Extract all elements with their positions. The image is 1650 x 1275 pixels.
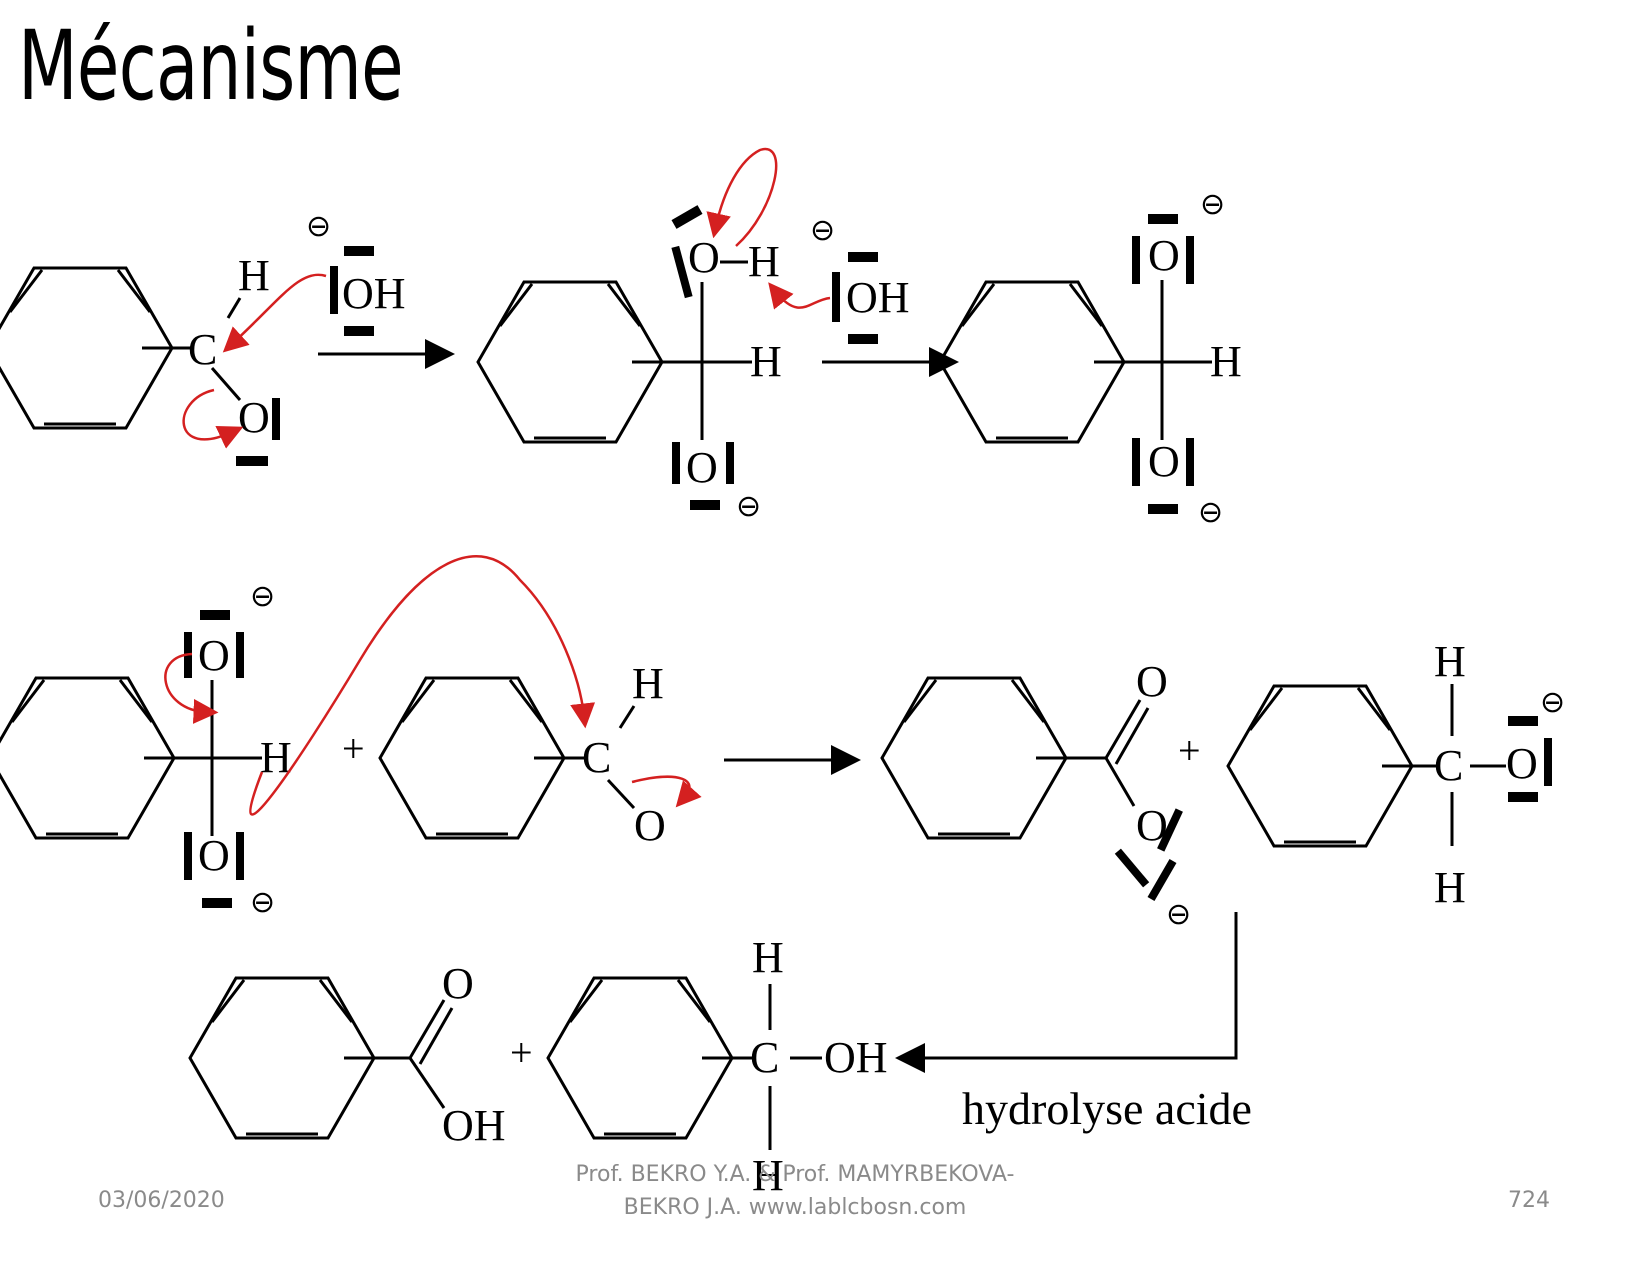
footer-author-line1: Prof. BEKRO Y.A. & Prof. MAMYRBEKOVA- [575, 1162, 1015, 1187]
hydrogen-atom: H [1210, 337, 1242, 386]
page-title: Mécanisme [18, 10, 404, 122]
carbon-atom: C [750, 1033, 779, 1082]
oxygen-atom: O [198, 831, 230, 880]
hydrogen-atom: H [752, 933, 784, 982]
hydrogen-atom: H [1434, 863, 1466, 912]
oxygen-atom: O [688, 233, 720, 282]
hydroxyl-group: OH [342, 269, 406, 318]
negative-charge: ⊖ [1166, 897, 1191, 932]
oxygen-atom: O [1148, 437, 1180, 486]
negative-charge: ⊖ [1198, 495, 1223, 530]
hydrogen-atom: H [748, 237, 780, 286]
footer-page-number: 724 [1508, 1188, 1550, 1213]
oxygen-atom: O [1148, 231, 1180, 280]
plus-sign: + [510, 1030, 533, 1075]
oxygen-atom: O [198, 631, 230, 680]
negative-charge: ⊖ [736, 489, 761, 524]
hydrolysis-label: hydrolyse acide [962, 1083, 1252, 1134]
oxygen-atom: O [442, 959, 474, 1008]
footer-date: 03/06/2020 [98, 1188, 225, 1213]
oxygen-atom: O [686, 443, 718, 492]
hydroxyl-group: OH [824, 1033, 888, 1082]
oxygen-atom: O [1506, 739, 1538, 788]
negative-charge: ⊖ [250, 885, 275, 920]
footer-author: Prof. BEKRO Y.A. & Prof. MAMYRBEKOVA- BE… [560, 1158, 1030, 1224]
negative-charge: ⊖ [810, 213, 835, 248]
oxygen-atom: O [1136, 657, 1168, 706]
plus-sign: + [1178, 728, 1201, 773]
hydrogen-atom: H [1434, 637, 1466, 686]
carbon-atom: C [1434, 741, 1463, 790]
plus-sign: + [342, 726, 365, 771]
oxygen-atom: O [238, 393, 270, 442]
carbon-atom: C [188, 325, 217, 374]
hydroxyl-group: OH [846, 273, 910, 322]
negative-charge: ⊖ [306, 209, 331, 244]
carbon-atom: C [582, 733, 611, 782]
footer-author-line2: BEKRO J.A. www.lablcbosn.com [623, 1195, 967, 1220]
hydrogen-atom: H [750, 337, 782, 386]
negative-charge: ⊖ [1540, 685, 1565, 720]
negative-charge: ⊖ [1200, 187, 1225, 222]
hydrogen-atom: H [238, 251, 270, 300]
hydrogen-atom: H [632, 659, 664, 708]
oxygen-atom: O [634, 801, 666, 850]
negative-charge: ⊖ [250, 579, 275, 614]
hydrogen-atom: H [752, 1151, 784, 1200]
hydroxyl-group: OH [442, 1101, 506, 1150]
